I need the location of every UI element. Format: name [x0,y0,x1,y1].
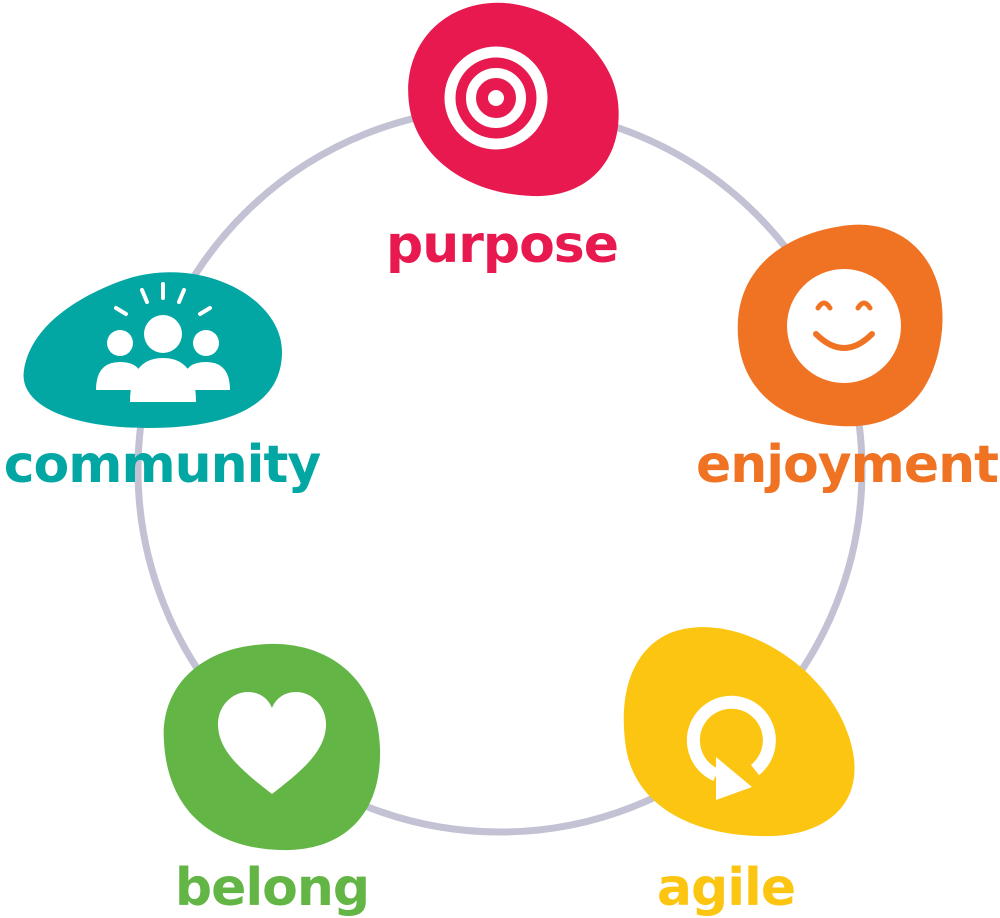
target-icon [444,46,548,150]
heart-icon [218,692,326,794]
enjoyment-label: enjoyment [696,435,998,495]
purpose-label: purpose [386,215,618,275]
node-belong: belong [163,643,381,918]
node-agile: agile [623,627,855,918]
node-enjoyment: enjoyment [696,224,999,495]
purpose-blob [408,2,619,197]
community-blob [23,272,282,428]
node-community: community [4,272,321,495]
agile-label: agile [657,858,795,918]
agile-blob [623,627,855,837]
node-purpose: purpose [386,2,619,275]
refresh-icon [686,695,776,800]
community-icon [96,282,230,402]
belong-label: belong [175,858,369,918]
community-label: community [4,435,321,495]
smiley-icon [787,269,901,383]
